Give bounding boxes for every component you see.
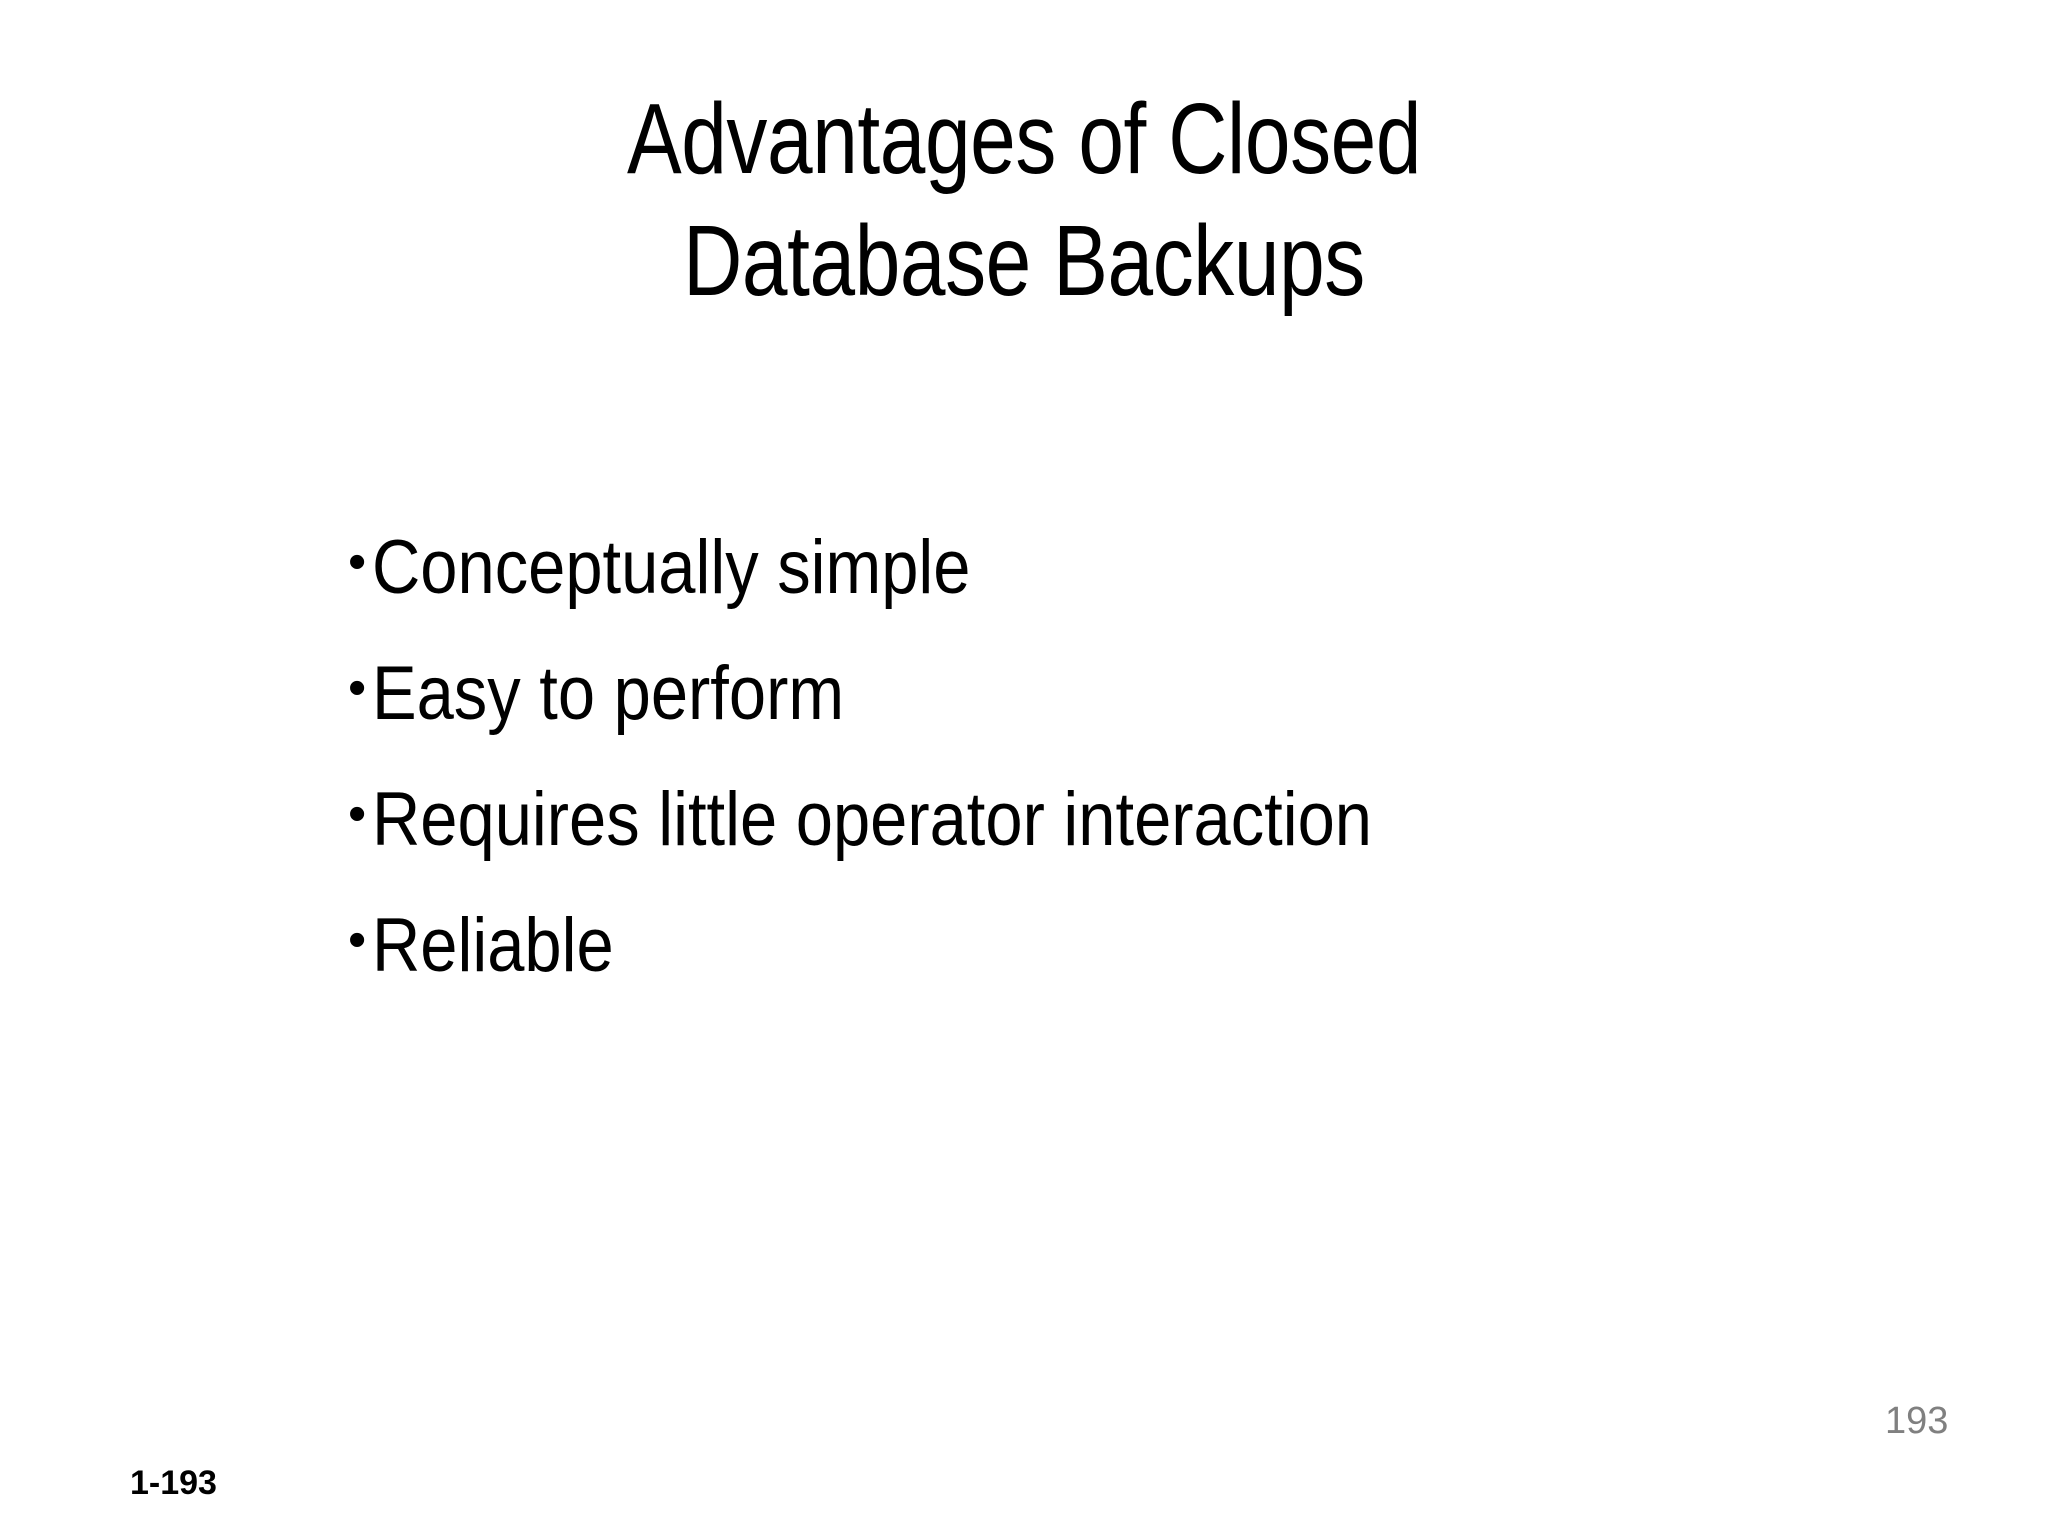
page-title: Advantages of Closed Database Backups bbox=[394, 78, 1654, 322]
list-item: • Easy to perform bbox=[348, 648, 1828, 774]
list-item-label: Conceptually simple bbox=[372, 525, 971, 610]
list-item: • Requires little operator interaction bbox=[348, 774, 1828, 900]
bullet-dot-icon: • bbox=[348, 911, 367, 969]
bullet-dot-icon: • bbox=[348, 659, 367, 717]
bullet-dot-icon: • bbox=[348, 533, 367, 591]
list-item: • Reliable bbox=[348, 900, 1828, 1026]
page-title-line-2: Database Backups bbox=[683, 205, 1365, 317]
footer-slide-label: 1-193 bbox=[130, 1464, 217, 1502]
bullet-dot-icon: • bbox=[348, 785, 367, 843]
list-item: • Conceptually simple bbox=[348, 522, 1828, 648]
page-title-line-1: Advantages of Closed bbox=[626, 83, 1422, 195]
list-item-label: Requires little operator interaction bbox=[372, 777, 1373, 862]
bullet-list: • Conceptually simple • Easy to perform … bbox=[348, 522, 1828, 1026]
list-item-label: Reliable bbox=[372, 903, 614, 988]
list-item-label: Easy to perform bbox=[372, 651, 845, 736]
page-number: 193 bbox=[1885, 1400, 1949, 1442]
